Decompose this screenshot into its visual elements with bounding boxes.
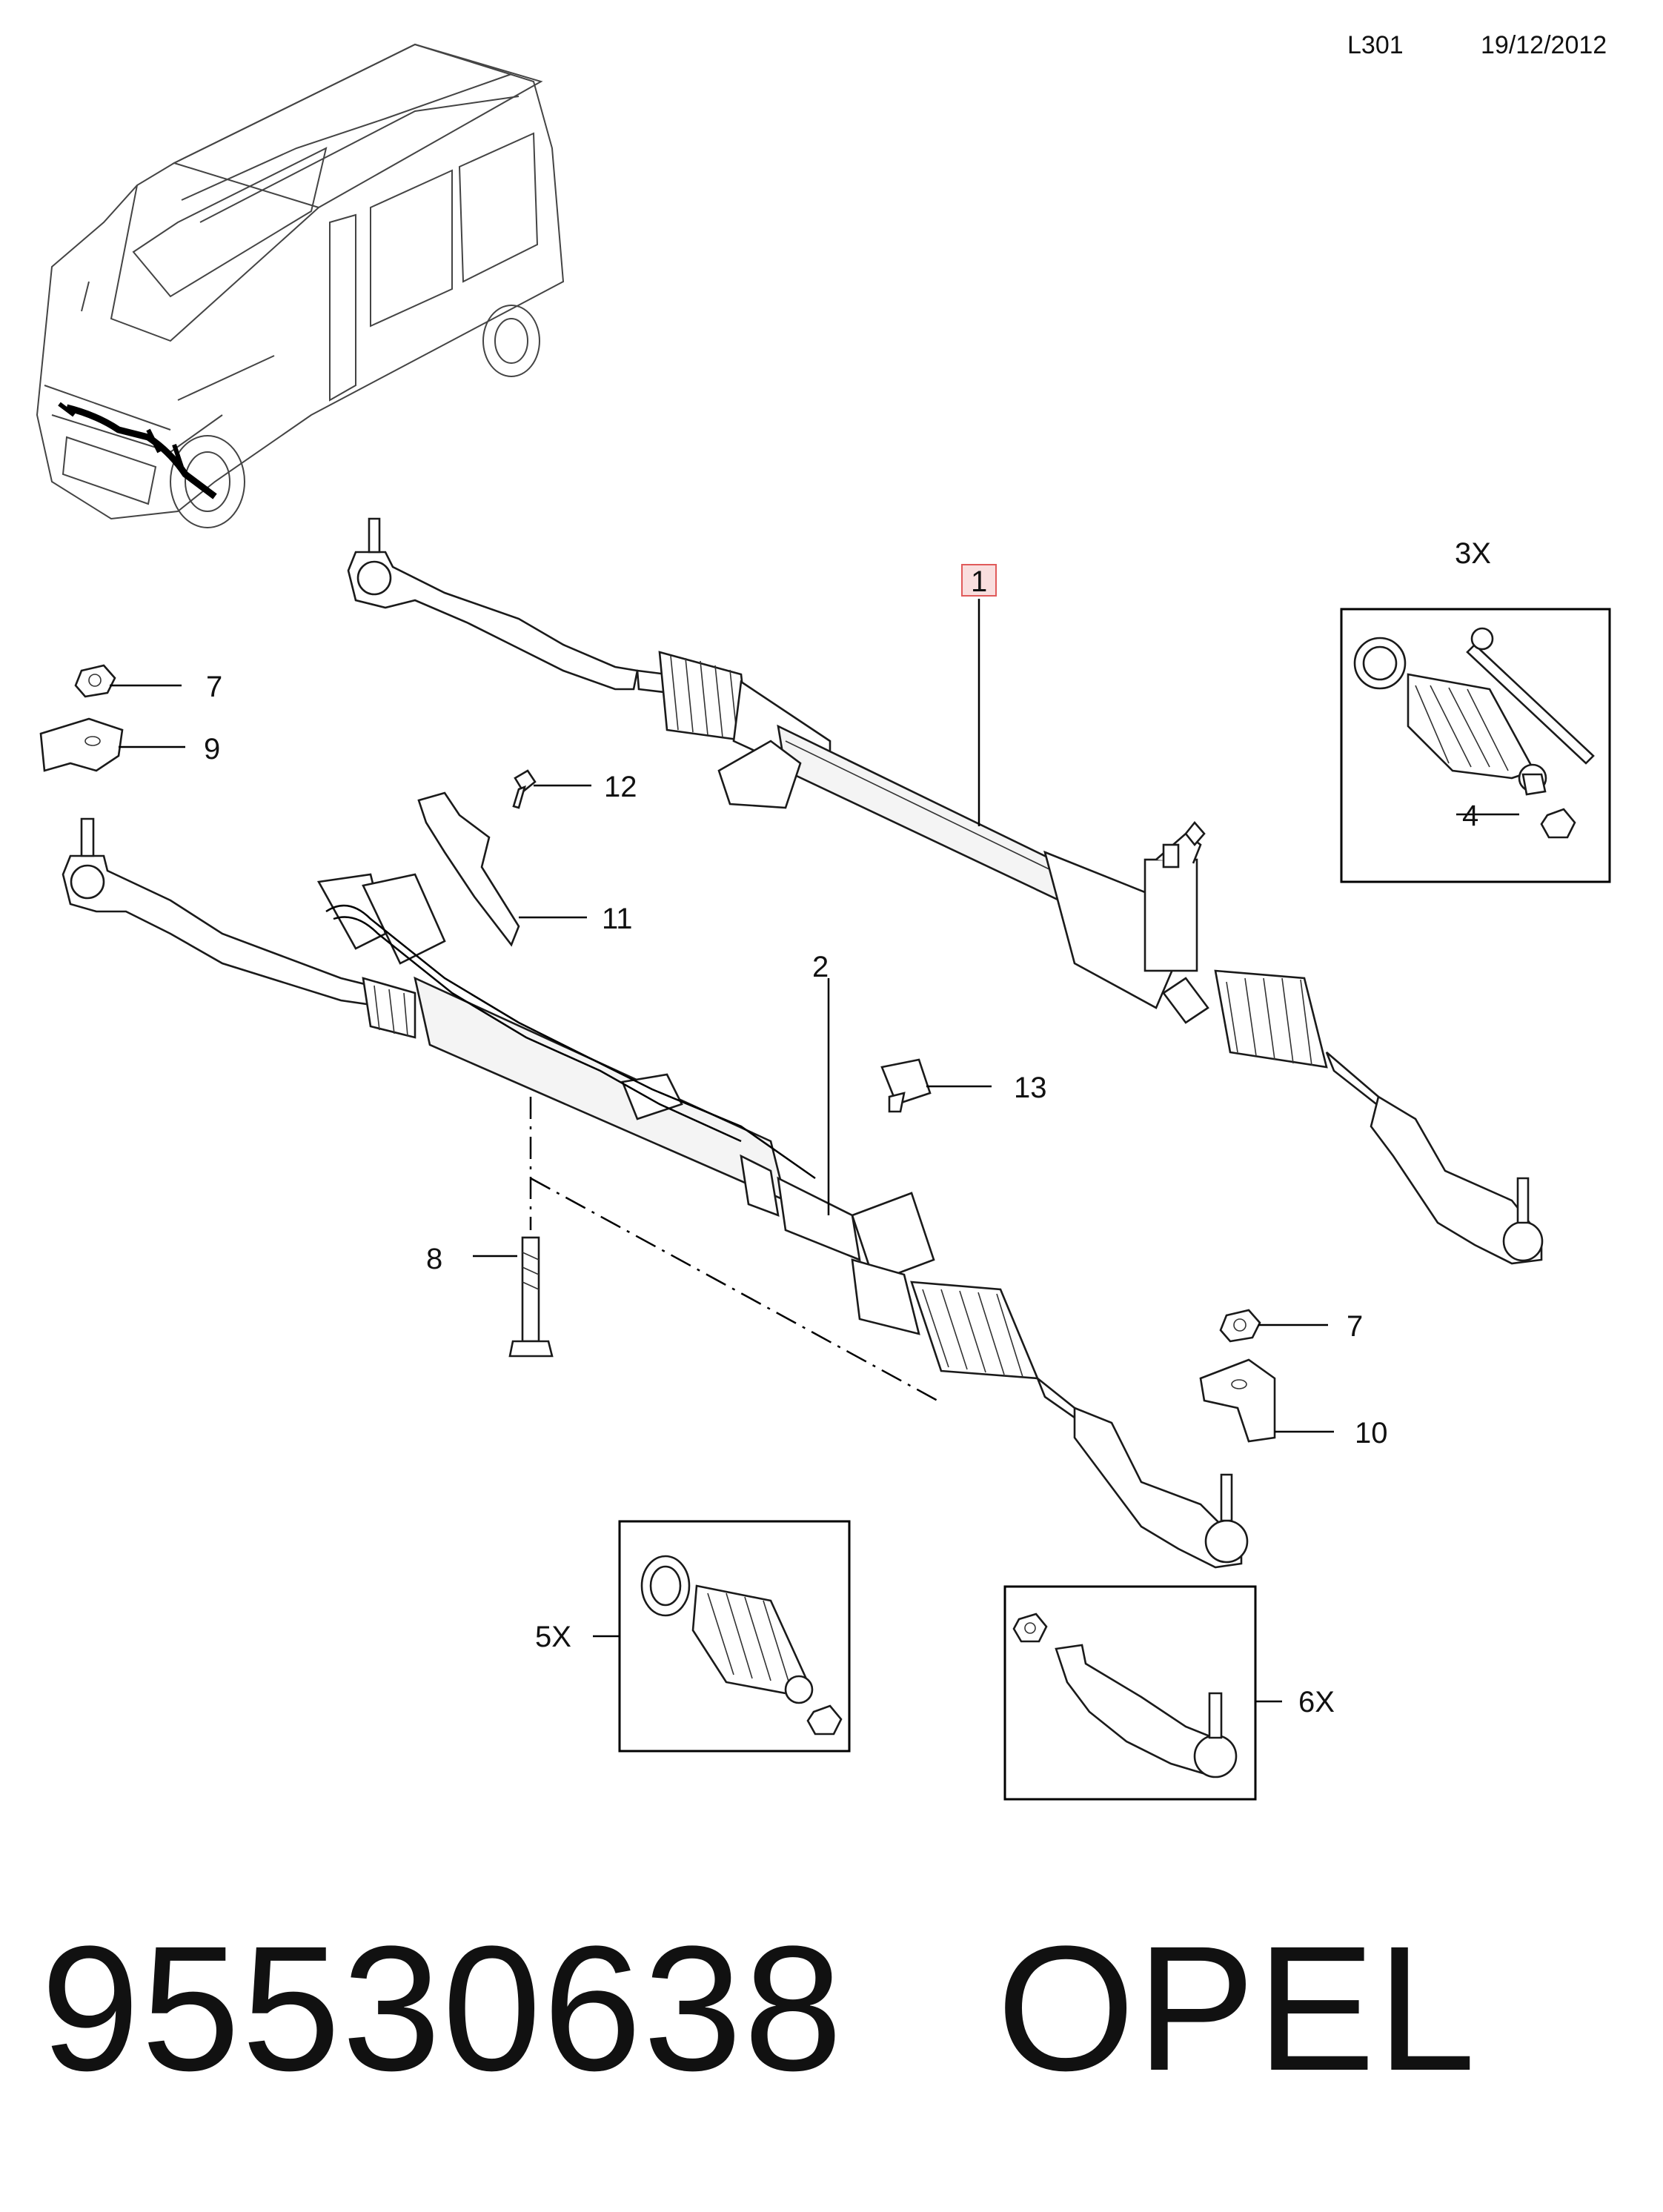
kit-box-6x	[1003, 1585, 1257, 1801]
callout-13: 13	[1014, 1072, 1047, 1104]
steering-rack-assembly-1	[347, 517, 1544, 1265]
steering-rack-assembly-2	[62, 817, 1249, 1569]
callout-7-top: 7	[206, 671, 222, 703]
kit-box-3x	[1340, 608, 1611, 883]
part-number-footer: 95530638 OPEL	[41, 1919, 1477, 2097]
callout-6x: 6X	[1298, 1686, 1335, 1718]
nut-7-top	[74, 664, 116, 698]
bolt-8	[508, 1236, 554, 1358]
mounting-axis-line	[529, 1097, 938, 1402]
callout-1-highlight	[961, 564, 997, 597]
kit-6x-contents	[1012, 1612, 1238, 1778]
bolt-12	[512, 769, 537, 809]
callout-7-bottom: 7	[1347, 1310, 1363, 1343]
diagram-date: 19/12/2012	[1481, 31, 1607, 59]
part-number: 95530638	[41, 1909, 844, 2108]
callout-8: 8	[426, 1243, 442, 1275]
bracket-9	[39, 717, 124, 772]
kit-5x-contents	[640, 1555, 843, 1736]
diagram-code: L301	[1347, 31, 1404, 59]
callout-3x: 3X	[1455, 537, 1491, 570]
callout-2: 2	[812, 951, 829, 983]
sensor-clip-13	[880, 1058, 932, 1113]
nut-7-bottom	[1219, 1309, 1261, 1343]
callout-12: 12	[604, 771, 637, 803]
van-locator-illustration	[36, 43, 565, 528]
callout-1: 1	[971, 565, 987, 598]
brand-name: OPEL	[996, 1909, 1478, 2108]
bracket-10	[1199, 1358, 1276, 1443]
callout-9: 9	[204, 733, 220, 765]
callout-10: 10	[1355, 1417, 1388, 1449]
callout-4: 4	[1462, 800, 1478, 832]
kit-3x-contents	[1353, 627, 1595, 839]
callout-11: 11	[602, 903, 633, 935]
callout-5x: 5X	[535, 1621, 571, 1653]
leader-lines	[110, 564, 1519, 1703]
heat-shield-11	[417, 791, 520, 947]
